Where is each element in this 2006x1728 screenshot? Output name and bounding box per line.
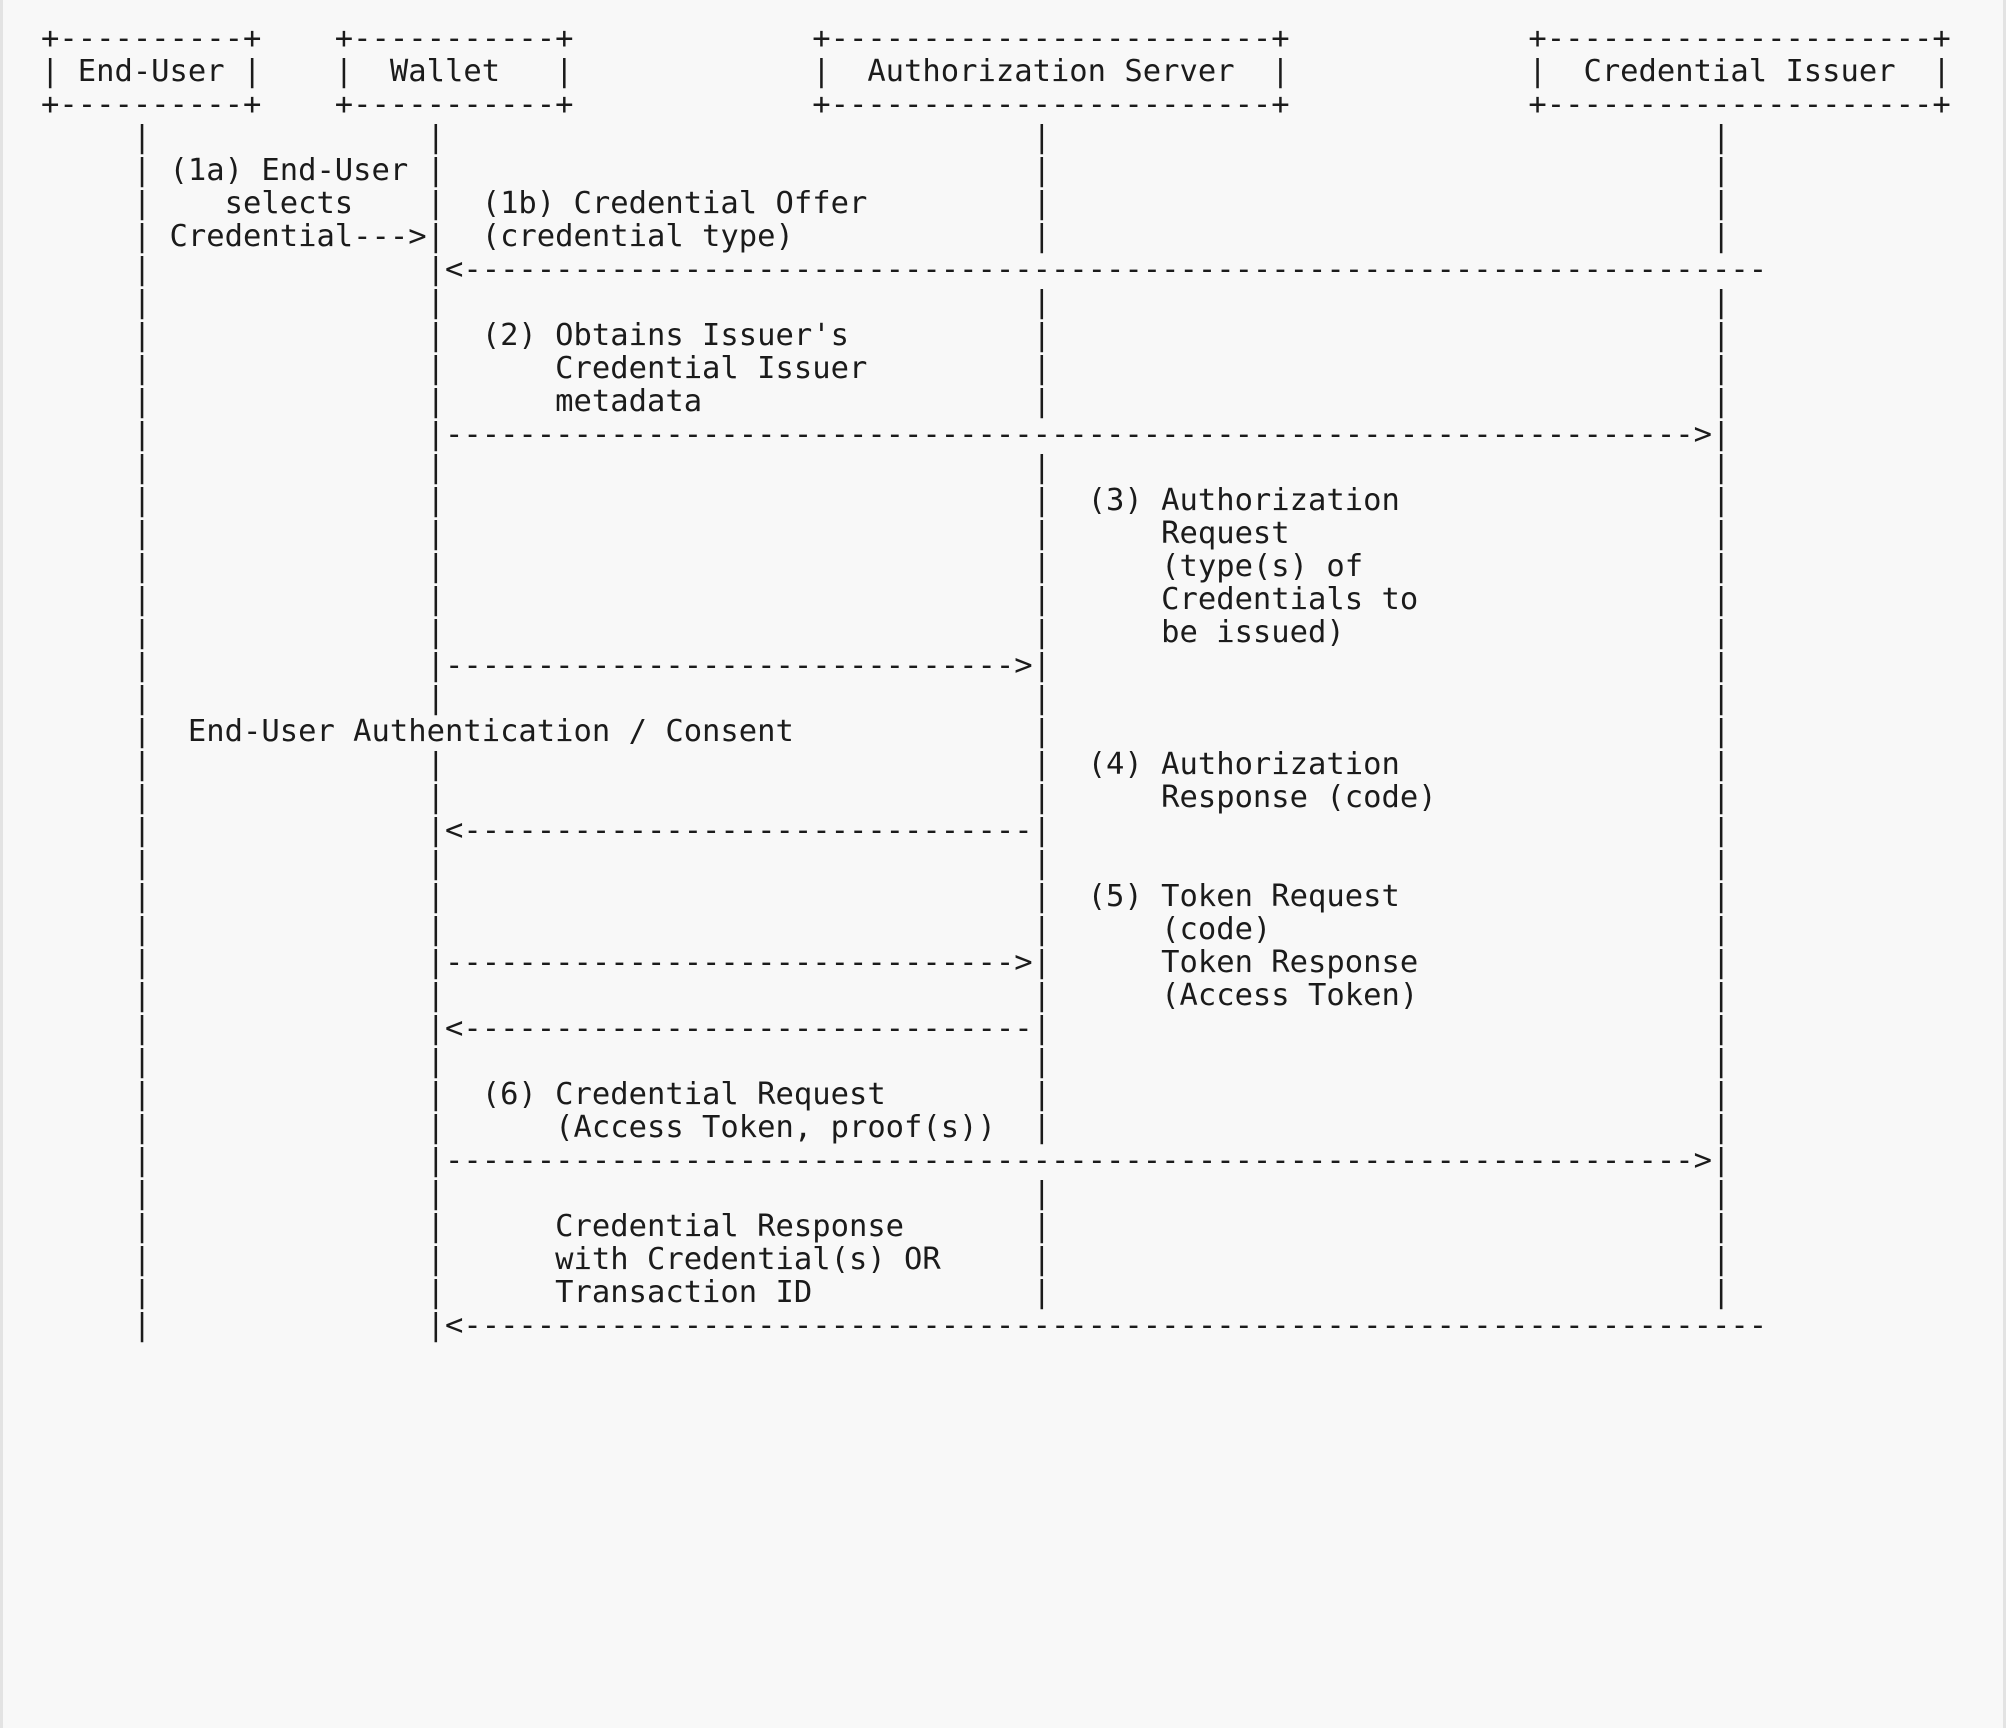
ascii-art-content: +----------+ +-----------+ +------------…	[41, 21, 1951, 1343]
